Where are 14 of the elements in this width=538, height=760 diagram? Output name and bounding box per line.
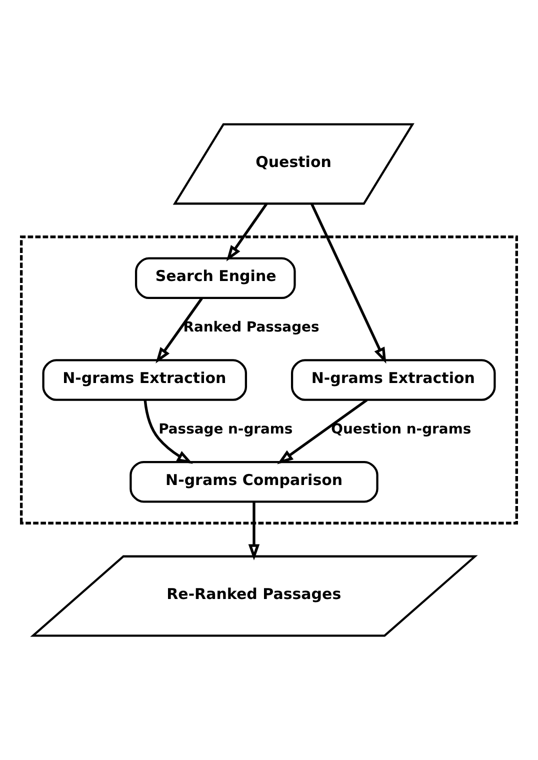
arrow — [226, 203, 268, 262]
arrow — [248, 502, 260, 560]
arrow — [144, 400, 193, 464]
edge-label: Question n-grams — [331, 422, 472, 438]
node-box: N-grams Comparison — [130, 460, 378, 503]
node-box: Search Engine — [134, 257, 296, 300]
node-box: N-grams Extraction — [42, 359, 248, 401]
edge-label: Passage n-grams — [158, 422, 293, 438]
edge-label: Ranked Passages — [183, 320, 320, 336]
node-box: N-grams Extraction — [290, 359, 496, 401]
arrow — [310, 203, 386, 364]
arrow — [156, 298, 203, 364]
cluster — [20, 236, 518, 524]
arrow — [277, 398, 368, 464]
